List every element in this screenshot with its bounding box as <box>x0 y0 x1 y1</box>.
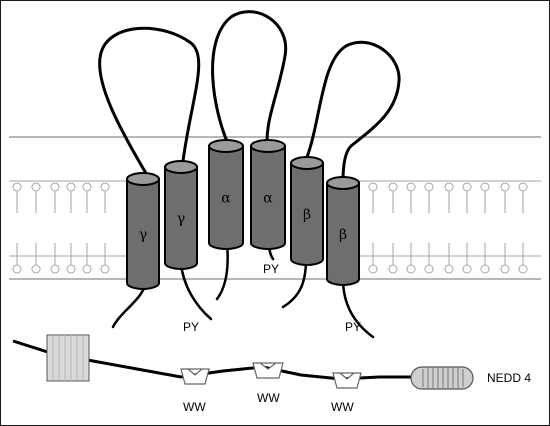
nedd4-label: NEDD 4 <box>487 371 531 385</box>
subunit-label: α <box>263 191 273 207</box>
subunit-label: γ <box>177 211 185 227</box>
helix-gamma-1: γ <box>126 172 160 290</box>
helix-beta-2: β <box>326 176 360 286</box>
ww-label-2: WW <box>257 391 280 405</box>
subunit-label: β <box>339 227 347 243</box>
lipid-head <box>462 264 472 274</box>
lipid-head <box>388 264 398 274</box>
gamma-loop <box>98 26 201 177</box>
lipid-head <box>100 264 110 274</box>
lipid-head <box>480 264 490 274</box>
lipid-head <box>424 182 434 192</box>
helix-cap <box>250 139 286 153</box>
helix-gamma-2: γ <box>164 160 198 270</box>
lipid-head <box>518 182 528 192</box>
hect-domain <box>410 366 474 390</box>
helix-body <box>126 178 160 290</box>
py-label-gamma: PY <box>183 320 199 334</box>
lipid-head <box>424 264 434 274</box>
lipid-head <box>66 264 76 274</box>
lipid-head <box>406 264 416 274</box>
lipid-head <box>500 264 510 274</box>
lipid-head <box>82 264 92 274</box>
alpha-loop <box>211 10 288 148</box>
helix-body <box>290 162 324 266</box>
transmembrane-helices: γ γ α α β β <box>126 139 360 290</box>
lipid-head <box>31 182 41 192</box>
ww-domain-2 <box>252 362 284 379</box>
ww-domain-3 <box>332 372 362 389</box>
beta-loop <box>304 40 401 183</box>
lipid-head <box>368 182 378 192</box>
helix-body <box>250 145 286 250</box>
helix-cap <box>326 176 360 190</box>
lipid-head <box>12 264 22 274</box>
helix-cap <box>208 139 244 153</box>
lipid-bilayer <box>12 182 528 274</box>
lipid-head <box>12 182 22 192</box>
helix-beta-1: β <box>290 156 324 266</box>
helix-alpha-1: α <box>208 139 244 250</box>
lipid-head <box>462 182 472 192</box>
ww-domain-1 <box>180 368 210 385</box>
subunit-label: α <box>221 191 231 207</box>
extracellular-loops <box>98 10 401 183</box>
lipid-head <box>406 182 416 192</box>
lipid-head <box>388 182 398 192</box>
lipid-head <box>368 264 378 274</box>
helix-cap <box>164 160 198 174</box>
subunit-label: γ <box>139 227 147 243</box>
alpha-tail-1 <box>215 241 229 301</box>
ww-label-1: WW <box>183 400 206 414</box>
gamma-tail-2 <box>179 261 213 321</box>
lipid-head <box>480 182 490 192</box>
c2-domain <box>46 334 90 382</box>
lipid-head <box>518 264 528 274</box>
py-label-beta: PY <box>345 320 361 334</box>
lipid-head <box>100 182 110 192</box>
lipid-head <box>500 182 510 192</box>
lipid-head <box>444 264 454 274</box>
ww-label-3: WW <box>331 400 354 414</box>
helix-alpha-2: α <box>250 139 286 250</box>
subunit-label: β <box>303 207 311 223</box>
lipid-head <box>31 264 41 274</box>
c2-domain-stipple <box>52 335 84 381</box>
py-label-alpha: PY <box>263 262 279 276</box>
lipid-head <box>50 182 60 192</box>
lipid-head <box>444 182 454 192</box>
lipid-head <box>50 264 60 274</box>
helix-body <box>164 166 198 270</box>
lipid-head <box>66 182 76 192</box>
beta-tail-1 <box>281 257 308 309</box>
helix-body <box>326 182 360 286</box>
hect-domain-stripes <box>422 368 464 388</box>
helix-cap <box>290 156 324 170</box>
helix-cap <box>126 172 160 186</box>
lipid-head <box>82 182 92 192</box>
helix-body <box>208 145 244 250</box>
